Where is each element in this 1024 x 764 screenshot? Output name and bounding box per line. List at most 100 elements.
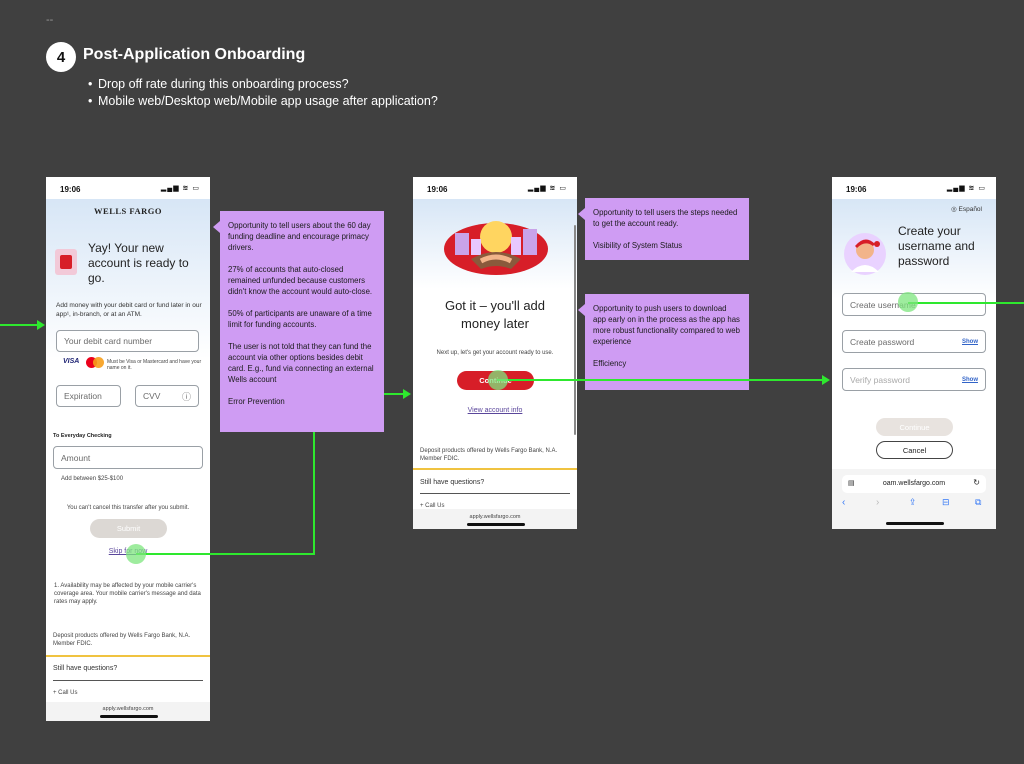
cancel-button[interactable]: Cancel bbox=[876, 441, 953, 459]
amount-hint: Add between $25-$100 bbox=[61, 476, 124, 482]
language-toggle[interactable]: ◎ Español bbox=[951, 205, 982, 213]
arrow-head bbox=[37, 320, 45, 330]
question-item: Mobile web/Desktop web/Mobile app usage … bbox=[88, 93, 438, 110]
phone-screen-fund-later: 19:06 ▂▄▆ ≋ ▭ Got it – you'll add money … bbox=[413, 177, 577, 529]
create-credentials-headline: Create your username and password bbox=[898, 224, 975, 268]
flow-line-to-phone2 bbox=[384, 393, 404, 395]
note-text: Opportunity to tell users about the 60 d… bbox=[228, 221, 371, 252]
tabs-icon[interactable]: ⧉ bbox=[975, 497, 982, 507]
call-us-link[interactable]: + Call Us bbox=[53, 690, 78, 696]
url-text: apply.wellsfargo.com bbox=[469, 514, 521, 520]
safari-toolbar: ▤ oam.wellsfargo.com ↻ ‹ › ⇪ ⊟ ⧉ bbox=[832, 469, 996, 529]
browser-nav: ‹ › ⇪ ⊟ ⧉ bbox=[832, 497, 996, 513]
share-icon[interactable]: ⇪ bbox=[909, 497, 917, 507]
bookmarks-icon[interactable]: ⊟ bbox=[942, 497, 950, 507]
expiration-input[interactable]: Expiration bbox=[56, 385, 121, 407]
password-label: Create password bbox=[850, 336, 915, 347]
url-text: oam.wellsfargo.com bbox=[882, 480, 946, 487]
verify-password-input[interactable]: Verify password Show bbox=[842, 368, 986, 391]
home-indicator bbox=[467, 523, 525, 526]
show-password-toggle[interactable]: Show bbox=[962, 338, 978, 345]
phone-screen-funding: 19:06 ▂▄▆ ≋ ▭ WELLS FARGO Yay! Your new … bbox=[46, 177, 210, 721]
divider bbox=[53, 680, 203, 681]
section-title: Post-Application Onboarding bbox=[83, 46, 306, 63]
note-system-status: Opportunity to tell users the steps need… bbox=[578, 198, 749, 260]
flow-line-entry bbox=[0, 324, 38, 326]
home-indicator bbox=[100, 715, 158, 718]
cvv-input[interactable]: CVV ⓘ bbox=[135, 385, 199, 407]
phone-screen-create-credentials: 19:06 ▂▄▆ ≋ ▭ ◎ Español Create your user… bbox=[832, 177, 996, 529]
flow-line-continue bbox=[497, 379, 823, 381]
status-bar: 19:06 ▂▄▆ ≋ ▭ bbox=[832, 177, 996, 199]
card-note: Must be Visa or Mastercard and have your… bbox=[107, 359, 202, 371]
note-funding-deadline: Opportunity to tell users about the 60 d… bbox=[213, 211, 384, 432]
status-time: 19:06 bbox=[427, 185, 448, 194]
gold-divider bbox=[413, 468, 577, 470]
status-time: 19:06 bbox=[846, 185, 867, 194]
status-icons: ▂▄▆ ≋ ▭ bbox=[946, 185, 986, 192]
url-text: apply.wellsfargo.com bbox=[102, 706, 154, 712]
user-avatar-illustration bbox=[844, 233, 886, 275]
globe-icon: ◎ bbox=[951, 206, 957, 213]
note-text: 50% of participants are unaware of a tim… bbox=[228, 309, 372, 329]
funding-text: Add money with your debit card or fund l… bbox=[56, 302, 202, 318]
scrollbar[interactable] bbox=[574, 225, 576, 435]
fund-later-headline: Got it – you'll add money later bbox=[444, 298, 546, 331]
note-text: 27% of accounts that auto-closed remaine… bbox=[228, 265, 373, 296]
flow-line-exit bbox=[908, 302, 1024, 304]
to-account-label: To Everyday Checking bbox=[53, 433, 112, 439]
arrow-head bbox=[822, 375, 830, 385]
mastercard-icon bbox=[86, 357, 104, 368]
submit-button[interactable]: Submit bbox=[90, 519, 167, 538]
status-icons: ▂▄▆ ≋ ▭ bbox=[160, 185, 200, 192]
visa-logo: VISA bbox=[63, 358, 80, 365]
home-indicator bbox=[886, 522, 944, 525]
tap-indicator bbox=[898, 292, 918, 312]
info-icon[interactable]: ⓘ bbox=[181, 391, 191, 402]
next-step-text: Next up, let's get your account ready to… bbox=[436, 350, 554, 356]
tab-icon[interactable]: ▤ bbox=[848, 480, 855, 487]
language-label: Español bbox=[958, 206, 983, 213]
note-heuristic: Error Prevention bbox=[228, 397, 285, 406]
note-text: The user is not told that they can fund … bbox=[228, 342, 374, 384]
tap-indicator bbox=[126, 544, 146, 564]
show-verify-toggle[interactable]: Show bbox=[962, 376, 978, 383]
back-icon[interactable]: ‹ bbox=[842, 497, 846, 508]
note-app-download: Opportunity to push users to download ap… bbox=[578, 294, 749, 390]
password-input[interactable]: Create password Show bbox=[842, 330, 986, 353]
note-heuristic: Visibility of System Status bbox=[593, 241, 683, 250]
status-icons: ▂▄▆ ≋ ▭ bbox=[527, 185, 567, 192]
footnote: 1. Availability may be affected by your … bbox=[54, 583, 201, 605]
tap-indicator bbox=[488, 370, 508, 390]
question-item: Drop off rate during this onboarding pro… bbox=[88, 76, 438, 93]
status-time: 19:06 bbox=[60, 185, 81, 194]
divider bbox=[420, 493, 570, 494]
status-bar: 19:06 ▂▄▆ ≋ ▭ bbox=[413, 177, 577, 199]
view-account-info-link[interactable]: View account info bbox=[467, 407, 523, 414]
browser-bar: apply.wellsfargo.com bbox=[413, 509, 577, 529]
continue-button[interactable]: Continue bbox=[876, 418, 953, 436]
gold-divider bbox=[46, 655, 210, 657]
debit-card-input[interactable]: Your debit card number bbox=[56, 330, 199, 352]
amount-input[interactable]: Amount bbox=[53, 446, 203, 469]
question-list: Drop off rate during this onboarding pro… bbox=[88, 76, 438, 110]
cancel-note: You can't cancel this transfer after you… bbox=[66, 505, 190, 511]
flow-line-skip bbox=[136, 553, 314, 555]
phone-icon bbox=[55, 249, 77, 275]
wells-fargo-logo: WELLS FARGO bbox=[94, 206, 162, 216]
verify-label: Verify password bbox=[850, 374, 910, 385]
address-bar[interactable]: ▤ oam.wellsfargo.com ↻ bbox=[842, 475, 986, 493]
questions-heading: Still have questions? bbox=[420, 479, 485, 486]
cvv-label: CVV bbox=[143, 391, 161, 401]
dash-marker: -- bbox=[46, 14, 54, 26]
arrow-head bbox=[403, 389, 411, 399]
reload-icon[interactable]: ↻ bbox=[973, 478, 980, 487]
browser-bar: apply.wellsfargo.com bbox=[46, 702, 210, 721]
flow-line-skip-vertical bbox=[313, 432, 315, 555]
questions-heading: Still have questions? bbox=[53, 665, 118, 672]
deposit-disclosure: Deposit products offered by Wells Fargo … bbox=[420, 448, 558, 462]
call-us-link[interactable]: + Call Us bbox=[420, 503, 445, 509]
forward-icon[interactable]: › bbox=[876, 497, 880, 508]
note-text: Opportunity to tell users the steps need… bbox=[593, 208, 738, 228]
success-headline: Yay! Your new account is ready to go. bbox=[88, 241, 189, 285]
